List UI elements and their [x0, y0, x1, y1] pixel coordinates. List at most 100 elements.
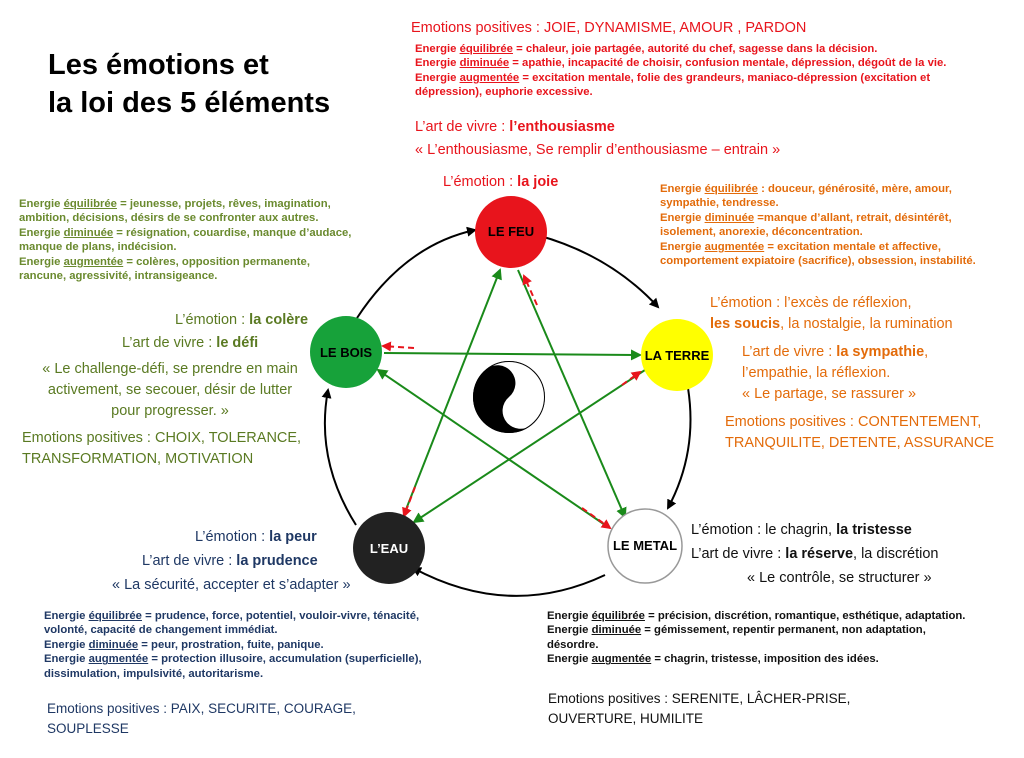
generation-cycle: [321, 226, 692, 597]
metal-energy-dim-2: désordre.: [547, 638, 599, 651]
element-bois-circle: [310, 316, 382, 388]
terre-positive-line-1: Emotions positives : CONTENTEMENT,: [725, 414, 982, 430]
element-feu-label: LE FEU: [488, 224, 534, 239]
energy-prefix: Energie: [44, 653, 89, 666]
energy-text: = protection illusoire, accumulation (su…: [148, 653, 422, 666]
dashed-arrow-terre-bois: [381, 341, 415, 352]
energy-word: diminuée: [63, 226, 114, 239]
element-eau: L’EAU: [353, 512, 425, 584]
bois-emotion: L’émotion : la colère: [175, 311, 308, 330]
terre-energy-eq-2: sympathie, tendresse.: [660, 197, 779, 210]
energy-text: = gémissement, repentir permanent, non a…: [641, 624, 926, 637]
energy-word: diminuée: [88, 638, 139, 651]
element-metal-label: LE METAL: [613, 538, 677, 553]
energy-prefix: Energie: [19, 255, 64, 268]
bois-quote-line-2: activement, se secouer, désir de lutter: [47, 382, 293, 399]
energy-prefix: Energie: [547, 653, 592, 666]
metal-art-prefix: L’art de vivre :: [691, 546, 786, 562]
terre-energies: Energie équilibrée : douceur, générosité…: [660, 182, 1020, 269]
energy-prefix: Energie: [415, 57, 460, 70]
bois-energy-aug-2: rancune, agressivité, intransigeance.: [19, 270, 218, 283]
terre-art-suffix: ,: [924, 344, 929, 360]
energy-word: diminuée: [459, 57, 510, 70]
terre-positive-emotions: Emotions positives : CONTENTEMENT, TRANQ…: [725, 412, 994, 454]
feu-positive-prefix: Emotions positives :: [411, 20, 544, 36]
element-metal: LE METAL: [607, 508, 683, 584]
feu-positive-values: JOIE, DYNAMISME, AMOUR , PARDON: [543, 20, 807, 36]
terre-art-line-2: l’empathie, la réflexion.: [742, 365, 891, 382]
energy-word: équilibrée: [459, 43, 513, 55]
yin-yang-icon: devenir- Zen.fr: [473, 361, 545, 433]
energy-text: = jeunesse, projets, rêves, imagination,: [116, 198, 331, 210]
feu-energy-aug: Energie augmentée = excitation mentale, …: [415, 71, 1015, 85]
bois-emotion-prefix: L’émotion :: [175, 312, 250, 328]
feu-emotion-prefix: L’émotion :: [443, 174, 518, 190]
terre-art-line-1: L’art de vivre : la sympathie,: [742, 342, 928, 363]
star-arrow-metal-bois: [376, 368, 609, 528]
energy-text: : douceur, générosité, mère, amour,: [757, 183, 952, 195]
bois-art-prefix: L’art de vivre :: [122, 335, 217, 351]
dashed-arrow-metal-feu: [522, 274, 538, 306]
element-terre-circle: [641, 319, 713, 391]
title-line-2: la loi des 5 éléments: [48, 87, 331, 120]
terre-energy-aug: Energie augmentée = excitation mentale e…: [660, 240, 1020, 254]
feu-art-de-vivre: L’art de vivre : l’enthousiasme: [415, 118, 615, 137]
bois-quote: « Le challenge-défi, se prendre en main …: [20, 359, 320, 422]
element-eau-label: L’EAU: [370, 541, 408, 556]
energy-prefix: Energie: [44, 610, 89, 622]
element-feu: LE FEU: [475, 196, 547, 268]
element-bois: LE BOIS: [310, 316, 382, 388]
energy-word: augmentée: [704, 240, 765, 253]
page-title: Les émotions et la loi des 5 éléments: [48, 46, 330, 123]
element-metal-circle: [607, 508, 683, 584]
eau-quote: « La sécurité, accepter et s’adapter »: [112, 577, 351, 593]
yinyang-text-1: devenir-: [480, 382, 507, 391]
metal-art-value: la réserve: [785, 546, 854, 562]
energy-word: équilibrée: [88, 610, 142, 622]
bois-positive-line-1: Emotions positives : CHOIX, TOLERANCE,: [22, 430, 302, 446]
energy-text: = chagrin, tristesse, imposition des idé…: [651, 653, 879, 666]
terre-emotion-line-2: les soucis, la nostalgie, la rumination: [710, 314, 953, 335]
energy-word: augmentée: [88, 653, 149, 666]
yinyang-text-2: Zen.fr: [512, 399, 533, 408]
metal-art-suffix: , la discrétion: [853, 546, 939, 562]
cycle-arrow-eau-bois: [321, 388, 357, 526]
insult-arrows: [381, 274, 642, 530]
energy-word: diminuée: [591, 624, 642, 637]
energy-text: = résignation, couardise, manque d’audac…: [113, 226, 352, 239]
energy-text: = chaleur, joie partagée, autorité du ch…: [512, 43, 878, 55]
eau-energy-eq-2: volonté, capacité de changement immédiat…: [44, 624, 278, 637]
element-terre: LA TERRE: [641, 319, 713, 391]
energy-word: équilibrée: [63, 198, 117, 210]
energy-prefix: Energie: [660, 183, 705, 195]
energy-word: augmentée: [459, 71, 520, 84]
eau-art-de-vivre: L’art de vivre : la prudence: [142, 552, 318, 571]
bois-energy-dim-2: manque de plans, indécision.: [19, 241, 177, 254]
energy-prefix: Energie: [660, 211, 705, 224]
eau-art-value: la prudence: [236, 553, 318, 569]
feu-energy-dim: Energie diminuée = apathie, incapacité d…: [415, 56, 1015, 70]
eau-art-prefix: L’art de vivre :: [142, 553, 237, 569]
energy-text: = excitation mentale et affective,: [764, 240, 941, 253]
energy-word: augmentée: [591, 653, 652, 666]
energy-word: équilibrée: [704, 183, 758, 195]
element-eau-circle: [353, 512, 425, 584]
metal-energy-aug: Energie augmentée = chagrin, tristesse, …: [547, 652, 1017, 666]
terre-art-value: la sympathie: [836, 344, 925, 360]
bois-energy-aug: Energie augmentée = colères, opposition …: [19, 255, 379, 269]
terre-energy-dim: Energie diminuée =manque d’allant, retra…: [660, 211, 1020, 225]
energy-text: = excitation mentale, folie des grandeur…: [519, 71, 931, 84]
eau-emotion-value: la peur: [269, 529, 317, 545]
terre-energy-eq: Energie équilibrée : douceur, générosité…: [660, 182, 1020, 196]
energy-prefix: Energie: [547, 624, 592, 637]
metal-positive-line-1: Emotions positives : SERENITE, LÂCHER-PR…: [548, 691, 851, 706]
terre-emotion-line-1: L’émotion : l’excès de réflexion,: [710, 295, 912, 311]
cycle-arrow-metal-eau: [411, 567, 606, 597]
bois-art-value: le défi: [216, 335, 259, 351]
cycle-arrow-bois-feu: [356, 226, 477, 319]
dashed-arrow-feu-eau: [402, 486, 416, 518]
metal-emotion-prefix: L’émotion : le chagrin,: [691, 522, 837, 538]
energy-word: augmentée: [63, 255, 124, 268]
star-arrow-feu-metal: [517, 269, 627, 519]
